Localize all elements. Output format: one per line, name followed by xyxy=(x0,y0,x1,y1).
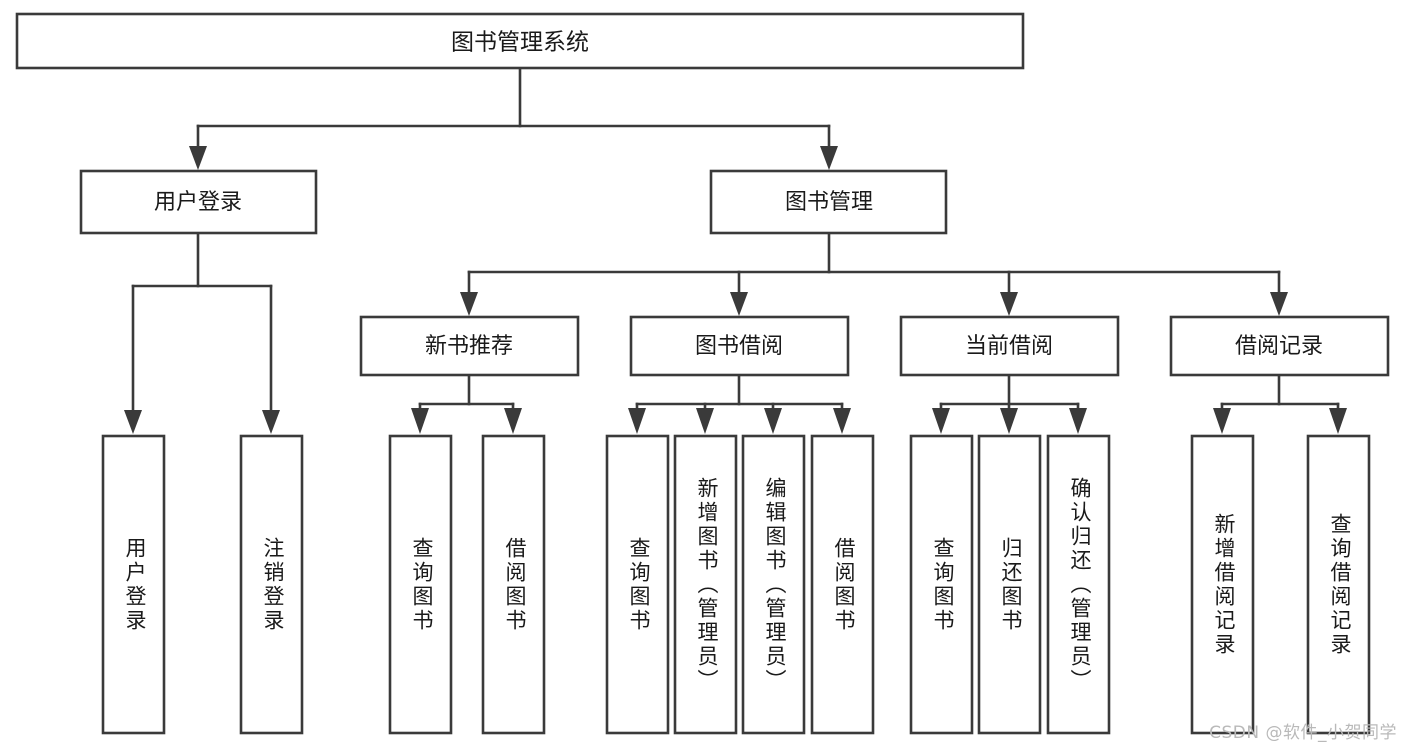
leaf-node-logout-box[interactable] xyxy=(239,434,304,735)
node-user-login[interactable]: 用户登录 xyxy=(79,169,318,235)
arrow-to-user-login xyxy=(189,146,207,170)
arrow-to-leaf-query-record xyxy=(1329,408,1347,434)
leaf-node-borrow-book-label: 借阅图书 xyxy=(832,537,856,633)
leaf-node-confirm-return-label: 确认归还（管理员） xyxy=(1068,477,1092,693)
leaf-node-query-book-current-box[interactable] xyxy=(909,434,974,735)
leaf-node-edit-book-label: 编辑图书（管理员） xyxy=(763,477,787,693)
arrow-to-leaf-edit-book xyxy=(764,408,782,434)
node-root-box[interactable] xyxy=(15,12,1025,70)
arrow-to-current-borrow xyxy=(1000,292,1018,316)
arrow-to-leaf-logout xyxy=(262,410,280,434)
node-borrow-record-label: 借阅记录 xyxy=(1235,334,1323,359)
node-root-label: 图书管理系统 xyxy=(451,30,589,56)
leaf-node-query-book-recommend-box[interactable] xyxy=(388,434,453,735)
node-user-login-label: 用户登录 xyxy=(154,190,242,215)
leaf-node-query-book-recommend-label: 查询图书 xyxy=(410,537,434,633)
leaf-node-query-book-current[interactable]: 查询图书 xyxy=(909,434,974,735)
leaf-node-borrow-book-recommend-label: 借阅图书 xyxy=(503,537,527,633)
node-book-borrow[interactable]: 图书借阅 xyxy=(629,315,850,377)
arrow-to-borrow-record xyxy=(1270,292,1288,316)
leaf-node-add-borrow-record-box[interactable] xyxy=(1190,434,1255,735)
node-new-book-recommend-label: 新书推荐 xyxy=(425,334,513,359)
arrow-to-leaf-return-book xyxy=(1000,408,1018,434)
leaf-node-borrow-book-box[interactable] xyxy=(810,434,875,735)
arrow-to-leaf-confirm-return xyxy=(1069,408,1087,434)
node-user-login-box[interactable] xyxy=(79,169,318,235)
node-book-management-box[interactable] xyxy=(709,169,948,235)
node-current-borrow-label: 当前借阅 xyxy=(965,334,1053,359)
node-new-book-recommend-box[interactable] xyxy=(359,315,580,377)
leaf-node-user-login-box[interactable] xyxy=(101,434,166,735)
leaf-node-logout-label: 注销登录 xyxy=(261,537,285,633)
leaf-node-return-book-label: 归还图书 xyxy=(999,537,1023,633)
leaf-node-query-book-borrow-label: 查询图书 xyxy=(627,537,651,633)
node-new-book-recommend[interactable]: 新书推荐 xyxy=(359,315,580,377)
leaf-node-query-book-borrow-box[interactable] xyxy=(605,434,670,735)
leaf-node-add-book[interactable]: 新增图书（管理员） xyxy=(673,434,738,735)
arrow-to-leaf-user-login xyxy=(124,410,142,434)
arrow-to-leaf-query-book-a xyxy=(411,408,429,434)
leaf-node-query-borrow-record-label: 查询借阅记录 xyxy=(1328,513,1352,657)
connectors-group xyxy=(124,66,1347,434)
arrow-to-book-borrow xyxy=(730,292,748,316)
leaf-node-edit-book[interactable]: 编辑图书（管理员） xyxy=(741,434,806,735)
arrow-to-new-book-recommend xyxy=(460,292,478,316)
arrow-to-leaf-query-book-b xyxy=(628,408,646,434)
leaf-node-confirm-return[interactable]: 确认归还（管理员） xyxy=(1046,434,1111,735)
leaf-node-query-borrow-record[interactable]: 查询借阅记录 xyxy=(1306,434,1371,735)
leaf-node-add-book-box[interactable] xyxy=(673,434,738,735)
leaf-node-user-login-label: 用户登录 xyxy=(123,537,147,633)
leaf-node-return-book[interactable]: 归还图书 xyxy=(977,434,1042,735)
node-current-borrow[interactable]: 当前借阅 xyxy=(899,315,1120,377)
node-root-book-management-system[interactable]: 图书管理系统 xyxy=(15,12,1025,70)
leaf-node-add-book-label: 新增图书（管理员） xyxy=(695,477,719,693)
leaf-node-return-book-box[interactable] xyxy=(977,434,1042,735)
node-book-management-label: 图书管理 xyxy=(785,190,873,215)
leaf-node-edit-book-box[interactable] xyxy=(741,434,806,735)
leaf-node-query-book-borrow[interactable]: 查询图书 xyxy=(605,434,670,735)
arrow-to-leaf-add-book xyxy=(696,408,714,434)
node-borrow-record[interactable]: 借阅记录 xyxy=(1169,315,1390,377)
leaf-node-query-borrow-record-box[interactable] xyxy=(1306,434,1371,735)
node-borrow-record-box[interactable] xyxy=(1169,315,1390,377)
leaf-node-query-book-recommend[interactable]: 查询图书 xyxy=(388,434,453,735)
arrow-to-leaf-query-book-c xyxy=(932,408,950,434)
leaf-node-query-book-current-label: 查询图书 xyxy=(931,537,955,633)
arrow-to-leaf-borrow-book-a xyxy=(504,408,522,434)
node-book-borrow-label: 图书借阅 xyxy=(695,334,783,359)
leaf-node-add-borrow-record[interactable]: 新增借阅记录 xyxy=(1190,434,1255,735)
node-current-borrow-box[interactable] xyxy=(899,315,1120,377)
leaf-node-borrow-book[interactable]: 借阅图书 xyxy=(810,434,875,735)
leaf-node-borrow-book-recommend-box[interactable] xyxy=(481,434,546,735)
arrow-to-leaf-borrow-book-b xyxy=(833,408,851,434)
leaf-node-logout[interactable]: 注销登录 xyxy=(239,434,304,735)
leaf-node-user-login[interactable]: 用户登录 xyxy=(101,434,166,735)
leaf-node-add-borrow-record-label: 新增借阅记录 xyxy=(1212,513,1236,657)
leaf-node-borrow-book-recommend[interactable]: 借阅图书 xyxy=(481,434,546,735)
node-book-borrow-box[interactable] xyxy=(629,315,850,377)
leaf-node-confirm-return-box[interactable] xyxy=(1046,434,1111,735)
node-book-management[interactable]: 图书管理 xyxy=(709,169,948,235)
arrow-to-leaf-add-record xyxy=(1213,408,1231,434)
arrow-to-book-manage xyxy=(820,146,838,170)
